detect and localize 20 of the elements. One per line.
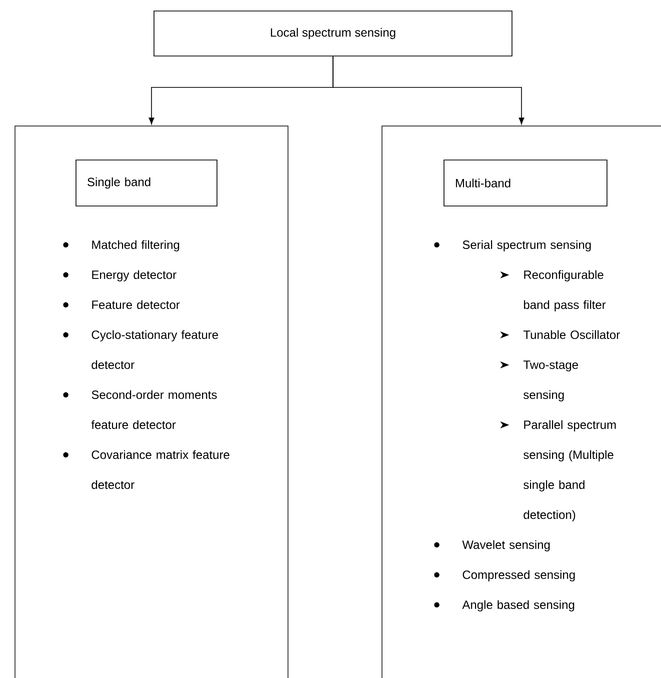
node-label: Covariance matrix feature detector: [92, 450, 230, 490]
node-label: Wavelet sensing: [462, 540, 550, 552]
bullet-list: Matched filtering Energy detector Feature detector Cyclo-stationary feature detector Second-order moments feature detector Covariance matrix feature detector: [63, 240, 230, 489]
node-label: Reconfigurable band pass filter: [524, 270, 606, 312]
bullet-list: Serial spectrum sensing Reconfigurable band pass filter Tunable Oscillator Two-stage sensing Parallel spectrum sensing (Multiple single band detection) Wavelet sensing Compressed sensing Angle based sensing: [434, 240, 620, 612]
category-box: Multi-band: [444, 160, 608, 206]
node-label: Angle based sensing: [462, 600, 574, 612]
title-box: Local spectrum sensing: [154, 10, 512, 56]
node-label: Feature detector: [92, 300, 180, 310]
category-box: Single band: [76, 160, 218, 206]
node-label: Parallel spectrum sensing (Multiple single band detection): [524, 420, 616, 522]
node-label: Tunable Oscillator: [523, 330, 620, 340]
node-label: Cyclo-stationary feature detector: [92, 330, 218, 370]
node-label: Two-stage sensing: [523, 360, 578, 402]
node-label: Energy detector: [92, 270, 176, 282]
node-label: Second-order moments feature detector: [91, 390, 217, 430]
node-label: Matched filtering: [92, 240, 180, 252]
node-label: Compressed sensing: [462, 570, 575, 582]
arrow: [332, 56, 524, 124]
node-label: Serial spectrum sensing: [462, 240, 591, 252]
